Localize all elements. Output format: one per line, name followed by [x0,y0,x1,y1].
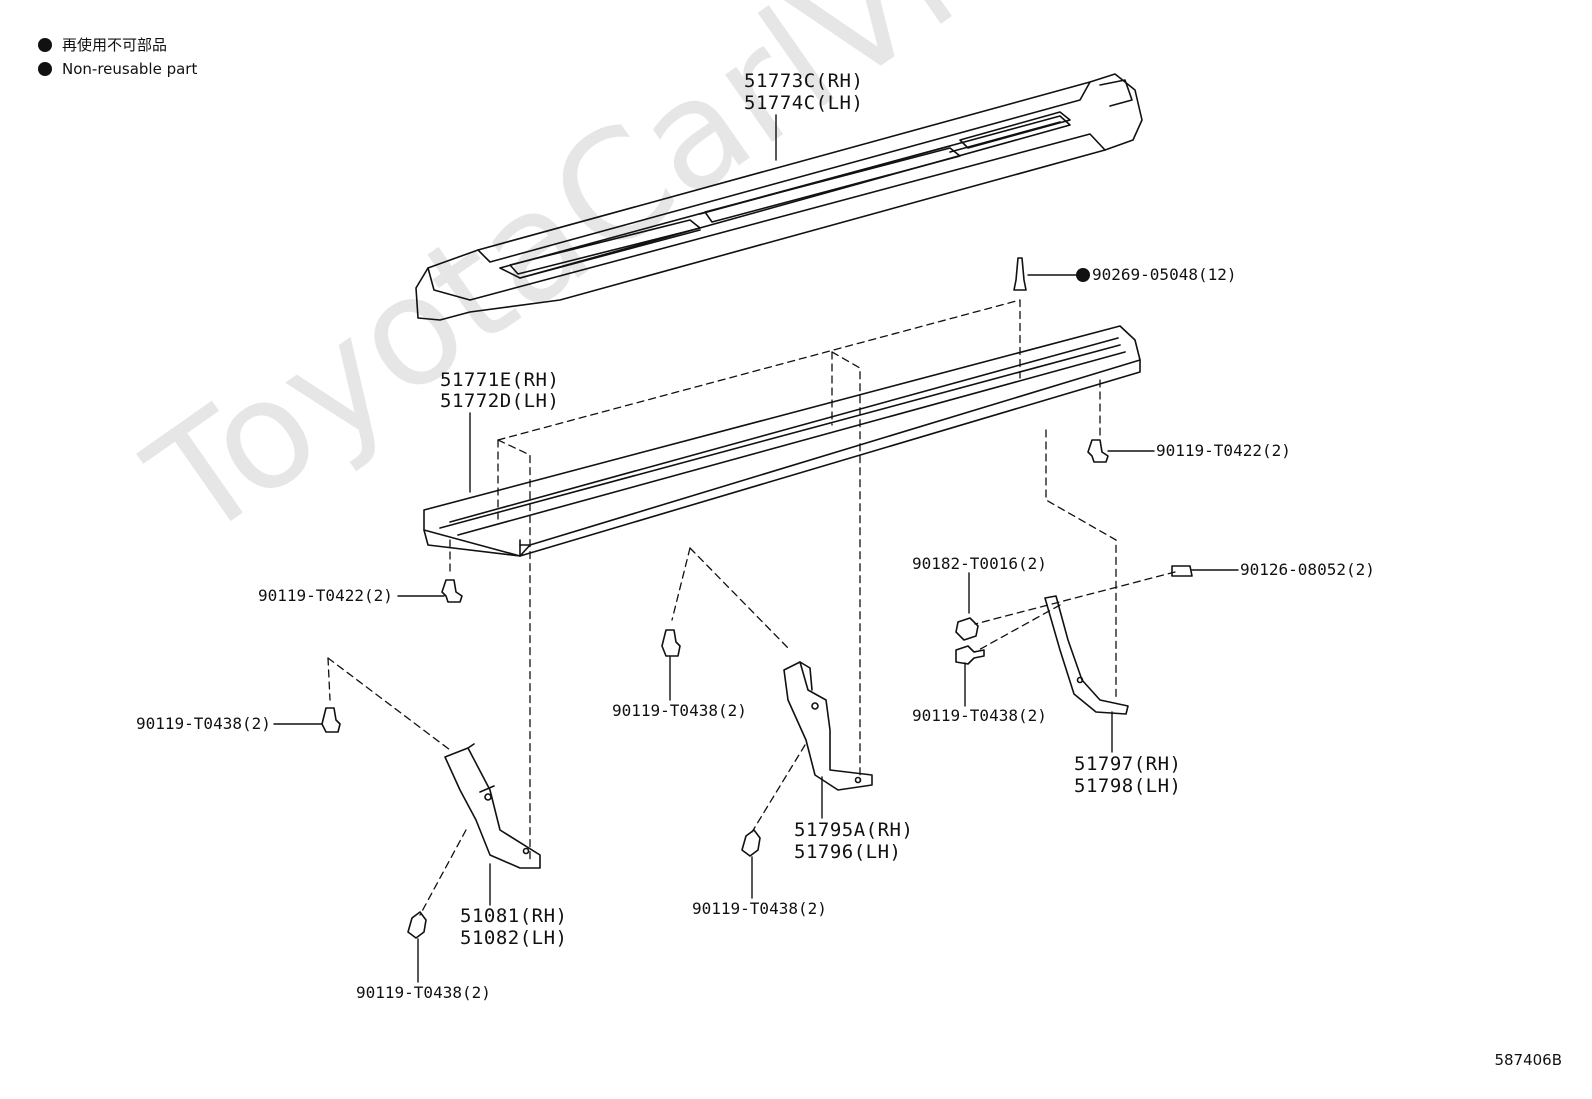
bolt-icon [741,829,761,857]
part-label-step-cover-rh[interactable]: 51773C(RH) [744,70,864,92]
part-label-bolt-right[interactable]: 90119-T0422(2) [1156,441,1291,460]
diagram-code: 587406B [1494,1051,1562,1069]
part-label-bolt-left-upper[interactable]: 90119-T0438(2) [136,714,271,733]
bolt-icon [407,911,427,939]
bolt-icon [441,579,463,603]
part-label-step-rh[interactable]: 51771E(RH) [440,369,560,391]
part-label-bracket-rear-lh[interactable]: 51798(LH) [1074,775,1182,797]
running-step-drawing [423,325,1141,557]
stud-icon [1171,565,1193,577]
legend-row-en: Non-reusable part [38,60,197,78]
part-label-bracket-center-rh[interactable]: 51795A(RH) [794,819,914,841]
part-label-bolt-mid-upper[interactable]: 90119-T0438(2) [612,701,747,720]
bolt-icon [321,707,341,733]
bolt-icon [955,645,985,665]
non-reusable-dot-icon [1076,268,1090,282]
non-reusable-dot-icon [38,62,52,76]
part-label-bracket-front-lh[interactable]: 51082(LH) [460,927,568,949]
part-label-bolt-right-mid[interactable]: 90119-T0438(2) [912,706,1047,725]
part-number-text: 90269-05048(12) [1092,265,1237,284]
bolt-icon [1087,439,1109,463]
part-label-step-lh[interactable]: 51772D(LH) [440,390,560,412]
part-label-bolt-left[interactable]: 90119-T0422(2) [258,586,393,605]
bracket-front-drawing [444,743,541,869]
bolt-icon [661,629,681,657]
leader-lines [273,114,1239,983]
part-label-nut[interactable]: 90182-T0016(2) [912,554,1047,573]
part-label-stud[interactable]: 90126-08052(2) [1240,560,1375,579]
fasteners [321,257,1193,939]
part-label-clip[interactable]: 90269-05048(12) [1076,267,1237,283]
bracket-center-drawing [783,661,873,791]
part-label-bracket-center-lh[interactable]: 51796(LH) [794,841,902,863]
legend-row-jp: 再使用不可部品 [38,34,167,55]
legend-en-text: Non-reusable part [62,60,198,78]
assembly-lines [327,299,1176,916]
part-label-bolt-mid-lower[interactable]: 90119-T0438(2) [692,899,827,918]
step-cover-drawing [415,73,1143,321]
non-reusable-dot-icon [38,37,52,52]
nut-icon [955,617,979,641]
clip-icon [1013,257,1027,291]
part-label-step-cover-lh[interactable]: 51774C(LH) [744,92,864,114]
part-label-bolt-left-lower[interactable]: 90119-T0438(2) [356,983,491,1002]
part-label-bracket-rear-rh[interactable]: 51797(RH) [1074,753,1182,775]
part-label-bracket-front-rh[interactable]: 51081(RH) [460,905,568,927]
bracket-rear-drawing [1044,595,1129,715]
legend-jp-text: 再使用不可部品 [62,36,168,54]
